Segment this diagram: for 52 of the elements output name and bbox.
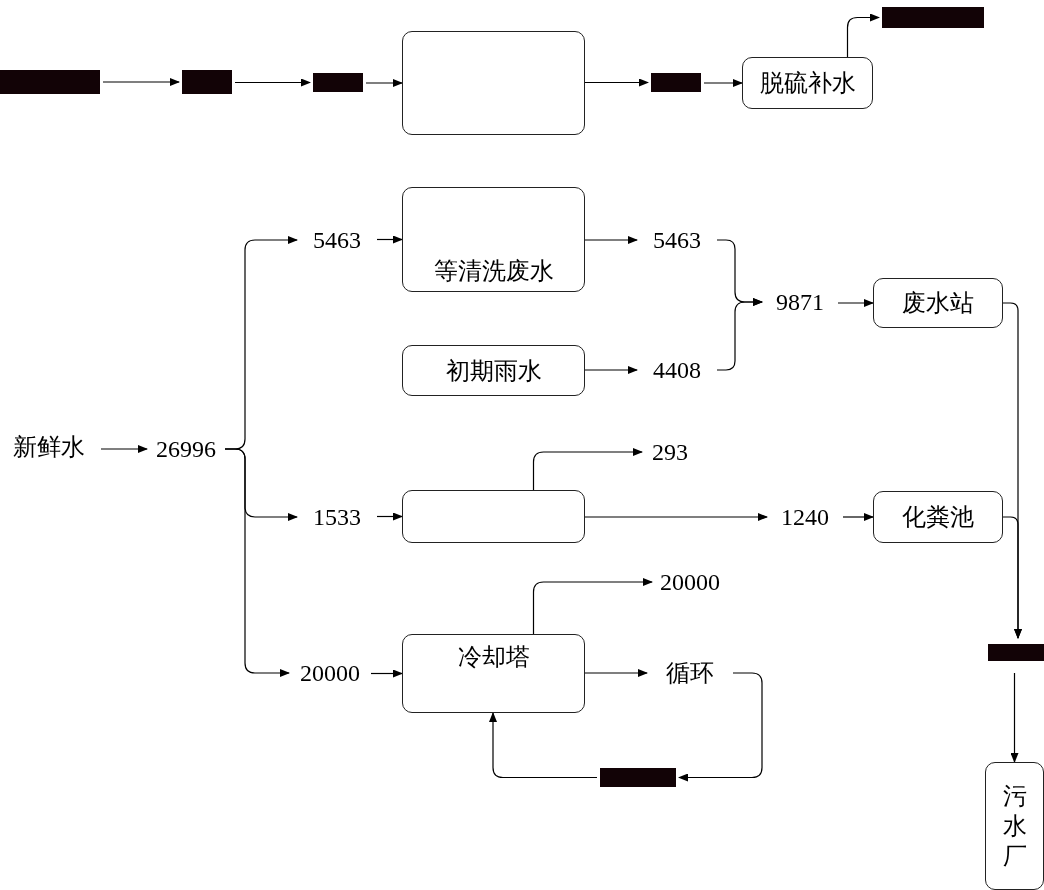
redaction-bar [988, 644, 1044, 661]
arrow [365, 79, 403, 87]
process-box [402, 490, 585, 543]
redaction-bar [313, 73, 363, 92]
arrow [678, 672, 763, 782]
arrow [716, 298, 763, 371]
arrow [376, 235, 403, 244]
flow-label: 20000 [292, 659, 368, 687]
arrow [376, 512, 403, 521]
flow-label: 5463 [300, 226, 374, 254]
process-box: 废水站 [873, 278, 1003, 328]
flow-label: 循环 [650, 659, 730, 687]
arrow [102, 78, 180, 86]
arrow [584, 78, 649, 87]
flow-label: 5463 [640, 226, 714, 254]
flow-label: 293 [645, 438, 695, 466]
arrow [584, 366, 638, 374]
arrow [584, 513, 768, 521]
arrow [1002, 516, 1022, 639]
process-box: 初期雨水 [402, 345, 585, 396]
flow-label: 4408 [640, 356, 714, 384]
redaction-bar [600, 768, 676, 787]
flow-label: 26996 [150, 435, 222, 463]
redaction-bar [651, 73, 701, 92]
arrow [489, 712, 598, 779]
arrow [100, 445, 148, 453]
arrow [370, 669, 403, 678]
arrow [846, 13, 880, 58]
arrow [224, 448, 290, 677]
process-box: 冷却塔 [402, 634, 585, 713]
redaction-bar [0, 70, 100, 94]
arrow [837, 299, 874, 307]
arrow [842, 513, 874, 521]
flow-label: 1533 [300, 503, 374, 531]
arrow [584, 236, 638, 244]
flow-label: 新鲜水 [0, 433, 98, 461]
arrow [703, 79, 743, 87]
process-box [402, 31, 585, 135]
process-box: 等清洗废水 [402, 187, 585, 292]
process-box: 污水厂 [985, 762, 1044, 890]
process-box: 脱硫补水 [742, 57, 873, 109]
redaction-bar [882, 7, 984, 28]
process-box: 化粪池 [873, 491, 1003, 543]
arrow [234, 78, 311, 87]
redaction-bar [182, 70, 232, 94]
arrow [1010, 672, 1019, 763]
arrow [532, 578, 653, 635]
flow-label: 20000 [655, 568, 725, 596]
flow-label: 9871 [765, 288, 835, 316]
arrow [532, 448, 643, 491]
arrow [584, 669, 648, 677]
flow-label: 1240 [770, 503, 840, 531]
